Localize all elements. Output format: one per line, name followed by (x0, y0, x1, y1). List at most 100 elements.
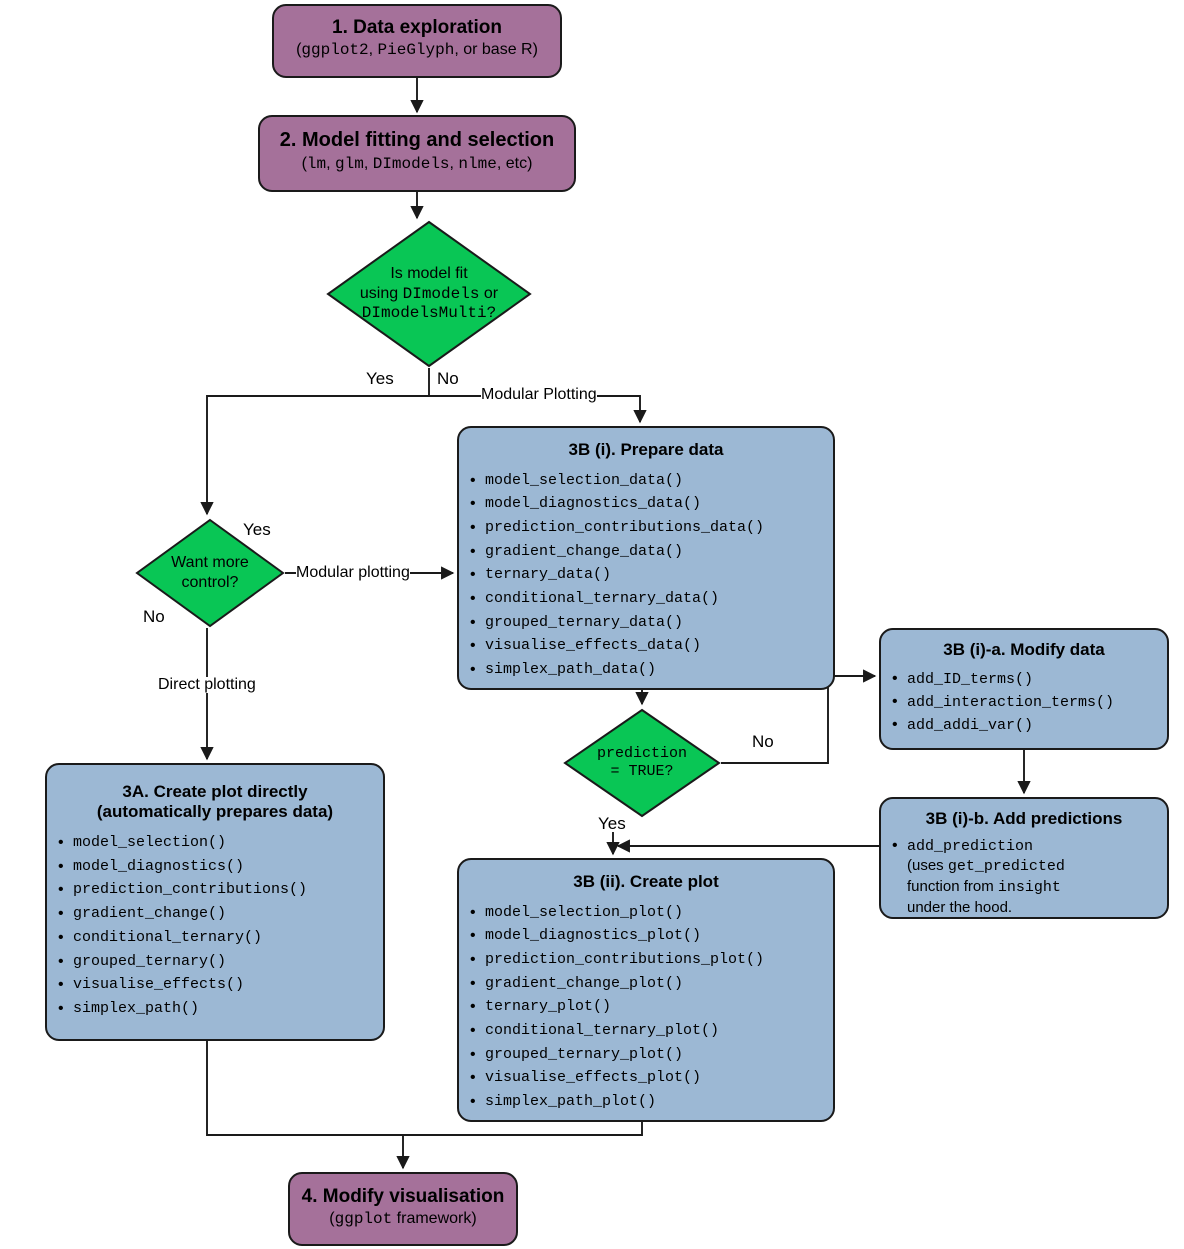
node-subtitle: (ggplot framework) (290, 1210, 516, 1229)
list-item: simplex_path_plot() (470, 1089, 833, 1114)
decision-text-part: using (359, 284, 403, 302)
subtitle-code: glm (335, 155, 364, 173)
subtitle-code: PieGlyph (377, 40, 455, 59)
node-subtitle: (lm, glm, DImodels, nlme, etc) (260, 155, 574, 174)
decision-prediction-true[interactable]: prediction = TRUE? (563, 708, 721, 818)
list-item: model_diagnostics_data() (470, 491, 833, 516)
decision-line-2: = TRUE? (610, 763, 674, 780)
decision-line-3: DImodelsMulti? (361, 304, 497, 323)
node-data-exploration[interactable]: 1. Data exploration (ggplot2, PieGlyph, … (272, 4, 562, 78)
diamond-shape (135, 518, 285, 628)
list-item: conditional_ternary_data() (470, 586, 833, 611)
list-item: simplex_path_data() (470, 657, 833, 682)
subtitle-part: , (368, 40, 378, 58)
list-item: model_selection() (58, 830, 383, 855)
list-item: gradient_change() (58, 901, 383, 926)
item-code: add_prediction (907, 837, 1034, 855)
node-title: 1. Data exploration (332, 17, 502, 38)
list-item: add_prediction(uses get_predictedfunctio… (892, 835, 1167, 918)
decision-line-1: Is model fit (390, 265, 468, 283)
list-item: prediction_contributions() (58, 877, 383, 902)
node-title: 3B (i)-b. Add predictions (925, 809, 1123, 828)
decision-line-2: using DImodels or (360, 284, 498, 305)
list-item: ternary_plot() (470, 994, 833, 1019)
edge-label-control-yes: Yes (243, 520, 271, 539)
diamond-shape (563, 708, 721, 818)
subtitle-code: ggplot2 (301, 40, 369, 59)
node-title: 3B (i). Prepare data (568, 440, 724, 459)
item-text: (uses (907, 857, 948, 875)
list-item: gradient_change_data() (470, 539, 833, 564)
node-create-plot[interactable]: 3B (ii). Create plot model_selection_plo… (457, 858, 835, 1122)
list-item: model_diagnostics() (58, 854, 383, 879)
list-item: prediction_contributions_plot() (470, 947, 833, 972)
list-item: model_selection_data() (470, 468, 833, 493)
decision-text-part: or (479, 284, 499, 302)
function-list: add_prediction(uses get_predictedfunctio… (881, 835, 1167, 918)
list-item: grouped_ternary_plot() (470, 1042, 833, 1067)
node-title-line-2: (automatically prepares data) (96, 801, 334, 821)
node-prepare-data[interactable]: 3B (i). Prepare data model_selection_dat… (457, 426, 835, 690)
decision-text: Is model fit using DImodels or DImodelsM… (360, 264, 498, 324)
subtitle-part: , (326, 155, 336, 172)
edge-label-prediction-no: No (752, 732, 774, 751)
list-item: grouped_ternary() (58, 949, 383, 974)
decision-text: Want more control? (171, 553, 249, 592)
function-list: add_ID_terms() add_interaction_terms() a… (881, 667, 1167, 739)
edge-label-fit-no: No (437, 369, 459, 388)
list-item: visualise_effects_plot() (470, 1065, 833, 1090)
item-code: insight (997, 879, 1061, 897)
list-item: simplex_path() (58, 996, 383, 1021)
subtitle-code: lm (306, 155, 327, 173)
list-item: grouped_ternary_data() (470, 610, 833, 635)
list-item: conditional_ternary_plot() (470, 1018, 833, 1043)
edge-label-fit-yes: Yes (366, 369, 394, 388)
decision-line-2: control? (181, 574, 239, 591)
decision-text: prediction = TRUE? (597, 745, 687, 782)
item-text: function from (907, 878, 998, 896)
edge-create-plot-to-bottom-bus (403, 1122, 643, 1136)
node-model-fitting[interactable]: 2. Model fitting and selection (lm, glm,… (258, 115, 576, 192)
edge-label-modular-plotting-side: Modular plotting (296, 564, 410, 581)
subtitle-part: ( (301, 155, 307, 172)
function-list: model_selection_plot() model_diagnostics… (459, 900, 833, 1114)
subtitle-part: , (449, 155, 459, 172)
edge-fit-yes-to-control (200, 395, 429, 516)
node-title: 2. Model fitting and selection (279, 129, 555, 151)
node-create-plot-directly[interactable]: 3A. Create plot directly (automatically … (45, 763, 385, 1041)
decision-line-1: prediction (596, 744, 687, 762)
edge-3a-to-bottom-bus (206, 1041, 403, 1136)
node-title: 3B (ii). Create plot (573, 872, 719, 891)
diamond-shape (326, 220, 532, 368)
node-modify-data[interactable]: 3B (i)-a. Modify data add_ID_terms() add… (879, 628, 1169, 750)
list-item: prediction_contributions_data() (470, 515, 833, 540)
list-item: model_diagnostics_plot() (470, 923, 833, 948)
subtitle-part: ( (329, 1209, 335, 1227)
node-title: 3B (i)-a. Modify data (943, 640, 1105, 659)
edge-label-modular-plotting-top: Modular Plotting (481, 386, 597, 403)
list-item: gradient_change_plot() (470, 971, 833, 996)
subtitle-part: ( (296, 40, 302, 58)
function-list: model_selection_data() model_diagnostics… (459, 468, 833, 682)
list-item: visualise_effects() (58, 972, 383, 997)
list-item: model_selection_plot() (470, 900, 833, 925)
subtitle-code: ggplot (334, 1209, 393, 1228)
list-item: ternary_data() (470, 562, 833, 587)
edge-label-control-no: No (143, 607, 165, 626)
node-title: 4. Modify visualisation (301, 1186, 505, 1207)
decision-line-1: Want more (171, 554, 249, 572)
decision-want-more-control[interactable]: Want more control? (135, 518, 285, 628)
node-title-line-1: 3A. Create plot directly (122, 782, 308, 801)
decision-model-fit[interactable]: Is model fit using DImodels or DImodelsM… (326, 220, 532, 368)
list-item: add_ID_terms() (892, 667, 1167, 692)
list-item: conditional_ternary() (58, 925, 383, 950)
subtitle-part: , or base R) (454, 40, 538, 58)
edge-label-direct-plotting: Direct plotting (158, 676, 256, 693)
item-text: under the hood. (907, 898, 1013, 916)
list-item: add_addi_var() (892, 713, 1167, 738)
node-modify-visualisation[interactable]: 4. Modify visualisation (ggplot framewor… (288, 1172, 518, 1246)
node-add-predictions[interactable]: 3B (i)-b. Add predictions add_prediction… (879, 797, 1169, 919)
decision-code: DImodels (402, 284, 480, 303)
subtitle-part: , (363, 155, 373, 172)
